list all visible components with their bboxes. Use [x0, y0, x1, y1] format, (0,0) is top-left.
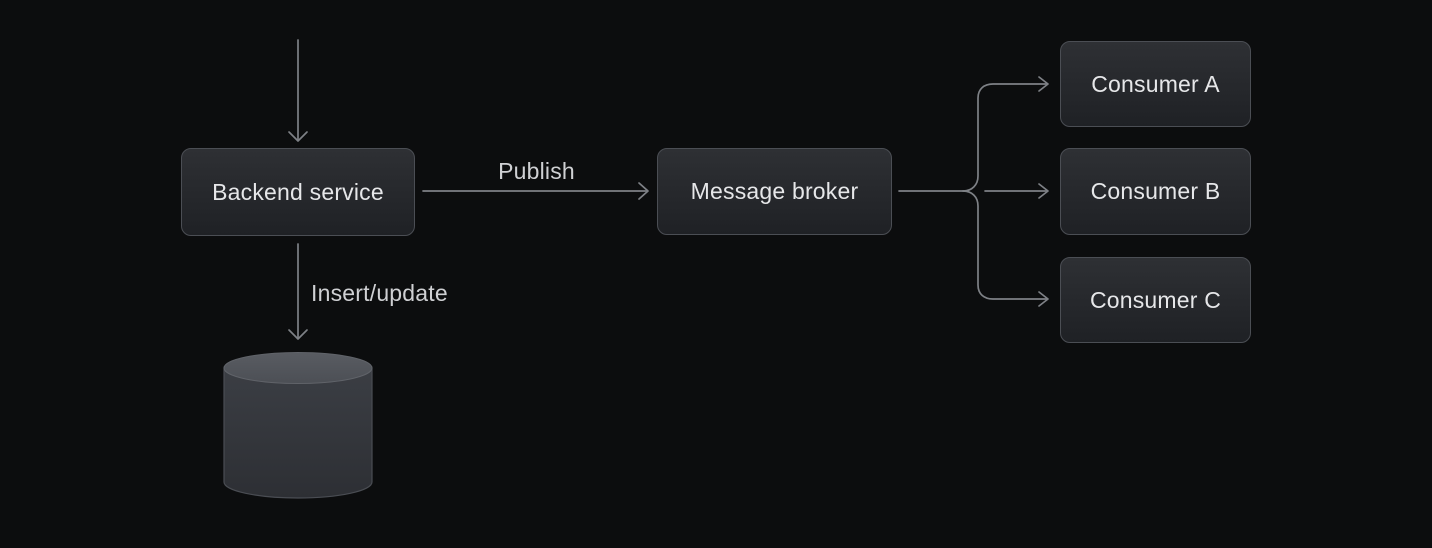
- edge-broker-fanout: [898, 76, 1049, 307]
- node-consumer-b-label: Consumer B: [1090, 178, 1221, 204]
- node-message-broker: Message broker: [657, 148, 892, 235]
- edge-label-insert-update: Insert/update: [311, 280, 448, 306]
- edge-insert-update-arrow: [288, 243, 308, 340]
- node-consumer-c: Consumer C: [1060, 257, 1251, 343]
- edge-publish-arrow: [422, 182, 649, 200]
- edge-incoming-arrow: [288, 39, 308, 142]
- database-cylinder-icon: [223, 352, 373, 499]
- node-consumer-b: Consumer B: [1060, 148, 1251, 235]
- node-consumer-a: Consumer A: [1060, 41, 1251, 127]
- edge-label-publish: Publish: [498, 158, 575, 184]
- node-consumer-a-label: Consumer A: [1091, 70, 1220, 97]
- node-message-broker-label: Message broker: [690, 178, 859, 204]
- node-backend-service-label: Backend service: [212, 178, 384, 205]
- node-consumer-c-label: Consumer C: [1089, 286, 1222, 313]
- node-backend-service: Backend service: [181, 148, 415, 236]
